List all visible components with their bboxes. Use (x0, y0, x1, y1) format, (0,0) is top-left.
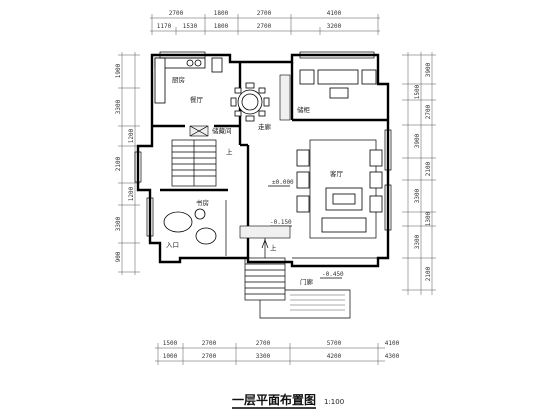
dining-table-inner (241, 93, 259, 111)
room-label-kitchen: 厨房 (172, 75, 185, 84)
study-area: 书房 入口 (163, 198, 227, 256)
dim-top-3: 2700 (257, 10, 272, 17)
stove-icon (186, 59, 194, 67)
dim-right-4: 3900 (414, 133, 421, 148)
coffee-table (329, 87, 349, 99)
dim-right-7: 1300 (425, 211, 432, 226)
lounge-area (299, 69, 377, 99)
dim-left-3: 1200 (128, 128, 135, 143)
room-label-study: 书房 (196, 198, 209, 207)
bottom-dimension-chain: 1500 2700 2700 5700 4100 1000 2700 3300 … (155, 340, 400, 365)
room-label-corridor: 走廊 (258, 122, 272, 131)
room-label-porch: 门廊 (300, 277, 314, 286)
entry-landing (239, 225, 291, 239)
elevation-mark: -0.450 (322, 271, 344, 278)
room-label-pantry: 储柜 (297, 105, 311, 114)
dim-bottom-2: 2700 (202, 340, 217, 347)
side-table (194, 208, 206, 220)
living-sofa (321, 217, 367, 233)
dim-left-4: 2100 (115, 156, 122, 171)
dim-bottom-in-2: 2700 (202, 353, 217, 360)
dim-bottom-in-3: 3300 (256, 353, 271, 360)
room-label-living: 客厅 (330, 169, 344, 178)
right-dimension-chain: 3900 1500 2700 3900 2100 3300 1300 3300 … (402, 52, 436, 295)
porch-terrace: 门廊 (259, 277, 351, 319)
dim-left-1: 1900 (115, 63, 122, 78)
kitchen-counter-side (154, 57, 166, 104)
top-dimension-chain: 2700 1800 2700 4100 1170 1530 1800 2700 … (150, 10, 380, 35)
dim-top-in-1: 1170 (157, 23, 172, 30)
elevation-mark: ±0.000 (272, 179, 294, 186)
dim-right-1: 3900 (425, 62, 432, 77)
room-label-entry: 入口 (166, 241, 179, 249)
dim-right-6: 3300 (414, 188, 421, 203)
stove-icon (194, 59, 202, 67)
dim-top-in-4: 2700 (257, 23, 272, 30)
pantry-area: 储柜 (279, 74, 311, 121)
staircase: 上 (171, 139, 233, 187)
dining-area: 餐厅 储藏间 走廊 (189, 82, 272, 137)
fridge-icon (211, 57, 223, 73)
dim-bottom-3: 2700 (256, 340, 271, 347)
entrance-steps: 上 (239, 225, 291, 301)
armchair (299, 69, 315, 85)
living-chairs (296, 149, 383, 213)
left-dimension-chain: 1900 3300 1200 2100 1200 3300 900 (115, 52, 140, 275)
dim-top-in-5: 3200 (327, 23, 342, 30)
dim-top-2: 1800 (214, 10, 229, 17)
drawing-title-block: 一层平面布置图 1:100 (232, 392, 344, 409)
dim-top-1: 2700 (169, 10, 184, 17)
lounge-chair (195, 227, 217, 245)
kitchen-area: 厨房 (154, 57, 223, 104)
exterior-walls (136, 53, 390, 268)
room-label-dining: 餐厅 (190, 95, 204, 104)
room-label-storage: 储藏间 (212, 126, 232, 135)
dim-bottom-1: 1500 (163, 340, 178, 347)
dim-top-4: 4100 (327, 10, 342, 17)
round-sofa (163, 211, 193, 233)
dim-left-7: 900 (115, 251, 122, 262)
armchair (361, 69, 377, 85)
stair-up-label: 上 (226, 147, 233, 156)
dim-left-6: 3300 (115, 216, 122, 231)
windows (134, 51, 392, 237)
dim-right-3: 2700 (425, 104, 432, 119)
dim-bottom-in-4: 4200 (327, 353, 342, 360)
drawing-scale: 1:100 (324, 398, 344, 406)
elevation-mark: -0.150 (270, 219, 292, 226)
drawing-title: 一层平面布置图 (232, 392, 316, 407)
living-rug (309, 139, 377, 239)
dim-left-2: 3300 (115, 99, 122, 114)
pantry-shelves (279, 74, 291, 121)
dim-right-9: 2100 (425, 266, 432, 281)
dim-right-2: 1500 (414, 84, 421, 99)
dim-bottom-in-1: 1000 (163, 353, 178, 360)
dim-right-5: 2100 (425, 161, 432, 176)
dim-bottom-4: 5700 (327, 340, 342, 347)
dim-bottom-5: 4100 (385, 340, 400, 347)
dim-left-5: 1200 (128, 186, 135, 201)
sofa (317, 69, 359, 85)
dim-right-8: 3300 (414, 234, 421, 249)
dim-top-in-2: 1530 (183, 23, 198, 30)
living-table-top (332, 193, 356, 205)
living-area: 客厅 (296, 139, 383, 239)
dim-bottom-in-5: 4300 (385, 353, 400, 360)
dining-chairs (230, 82, 270, 122)
stair-up-label: 上 (270, 243, 277, 252)
dim-top-in-3: 1800 (214, 23, 229, 30)
